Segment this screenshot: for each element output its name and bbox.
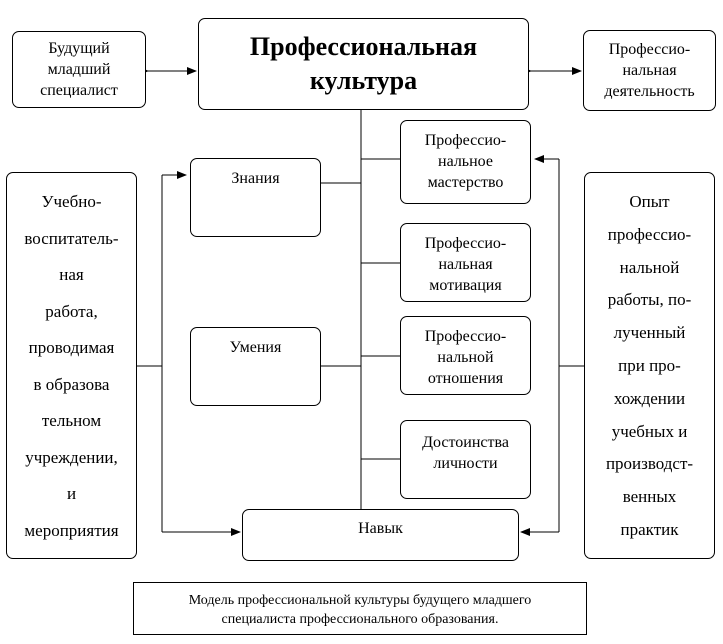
knowledge-box (190, 158, 321, 237)
work-experience-label: Опыт профессио- нальной работы, по- луче… (605, 192, 694, 539)
skills-box (190, 327, 321, 406)
professional-activity-box (583, 30, 716, 111)
future-specialist-box (12, 31, 146, 108)
habit-box (242, 509, 519, 561)
professional-culture-box (198, 18, 529, 110)
professional-activity-label: Профессио- нальная деятельность (604, 41, 695, 100)
component-relations-label: Профессио- нальной отношения (424, 328, 507, 387)
caption-box (133, 582, 587, 635)
component-dignity-label: Достоинства личности (422, 434, 509, 472)
component-motivation-label: Профессио- нальная мотивация (424, 235, 507, 294)
work-experience-box (584, 172, 715, 559)
component-relations-box (400, 316, 531, 395)
caption-text: Модель профессиональной культуры будущег… (188, 593, 532, 627)
professional-culture-title: Профессиональная культура (249, 32, 478, 95)
component-motivation-box (400, 223, 531, 302)
skills-label: Умения (229, 339, 282, 356)
educational-work-box (6, 172, 137, 559)
component-dignity-box (400, 420, 531, 499)
future-specialist-label: Будущий младший специалист (40, 40, 118, 99)
component-mastery-label: Профессио- нальное мастерство (424, 132, 507, 191)
habit-label: Навык (358, 520, 403, 537)
component-mastery-box (400, 120, 531, 204)
knowledge-label: Знания (231, 170, 280, 187)
educational-work-label: Учебно- воспитатель- ная работа, проводи… (24, 192, 119, 540)
